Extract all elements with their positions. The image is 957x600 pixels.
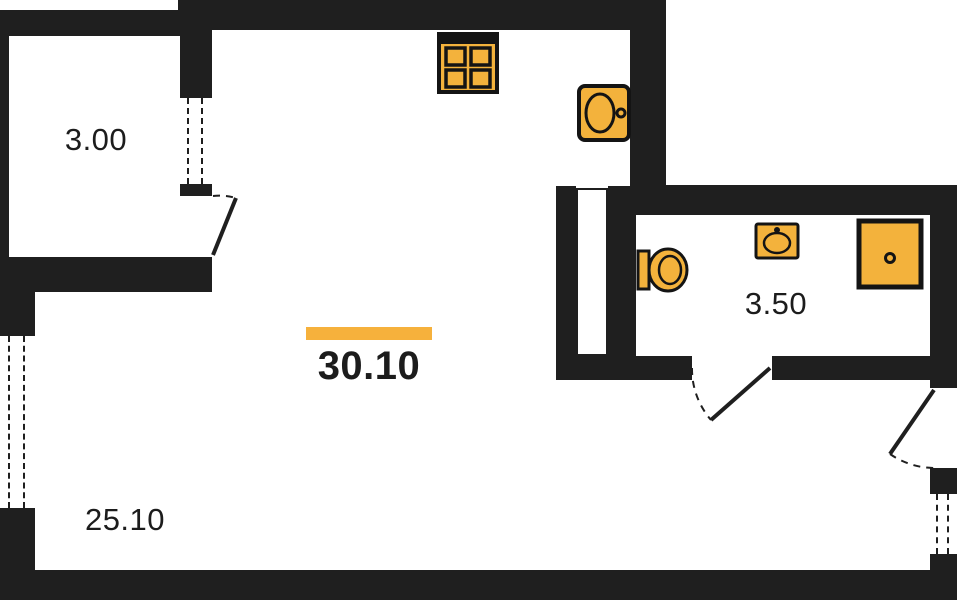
window-right-icon — [930, 494, 957, 554]
window-pane-line — [936, 494, 938, 554]
kitchen-sink-icon — [577, 84, 631, 142]
window-pane-line — [201, 98, 203, 184]
window-pane-line — [23, 336, 25, 508]
duct-shaft — [576, 188, 608, 356]
wall-duct-left — [556, 186, 576, 380]
total-area-label: 30.10 — [317, 344, 421, 388]
entry-door-icon — [888, 388, 936, 469]
window-pane-line — [947, 494, 949, 554]
living-area-label: 25.10 — [84, 502, 166, 537]
wall-kitchen-right — [630, 0, 666, 215]
wall-partition-upper — [180, 28, 212, 98]
wall-right-upper — [930, 215, 957, 388]
shower-icon — [856, 218, 924, 290]
stove-icon — [437, 32, 499, 94]
wall-top — [178, 0, 666, 30]
total-area-block: 30.10 — [306, 327, 432, 389]
window-pane-line — [8, 336, 10, 508]
balcony-door-icon — [211, 194, 238, 256]
total-area-accent-bar — [306, 327, 432, 340]
bathroom-door-icon — [690, 366, 772, 422]
wall-bottom — [0, 570, 957, 600]
window-pane-line — [187, 98, 189, 184]
window-balcony-icon — [180, 98, 212, 184]
wall-right-mid — [930, 468, 957, 494]
wall-bathroom-bottom-right — [772, 356, 957, 380]
wall-bathroom-left — [608, 186, 636, 380]
wall-left-upper — [0, 292, 35, 336]
wall-bathroom-bottom-left — [556, 356, 692, 380]
wall-balcony-top — [0, 10, 188, 36]
washbasin-icon — [754, 222, 800, 260]
balcony-area-label: 3.00 — [64, 122, 128, 157]
wall-bathroom-top — [630, 185, 957, 215]
wall-partition-stub — [180, 184, 212, 196]
wall-balcony-left — [0, 10, 9, 292]
bathroom-area-label: 3.50 — [744, 286, 808, 321]
toilet-icon — [636, 247, 689, 293]
wall-balcony-bottom — [0, 257, 212, 292]
window-left-icon — [0, 336, 35, 508]
